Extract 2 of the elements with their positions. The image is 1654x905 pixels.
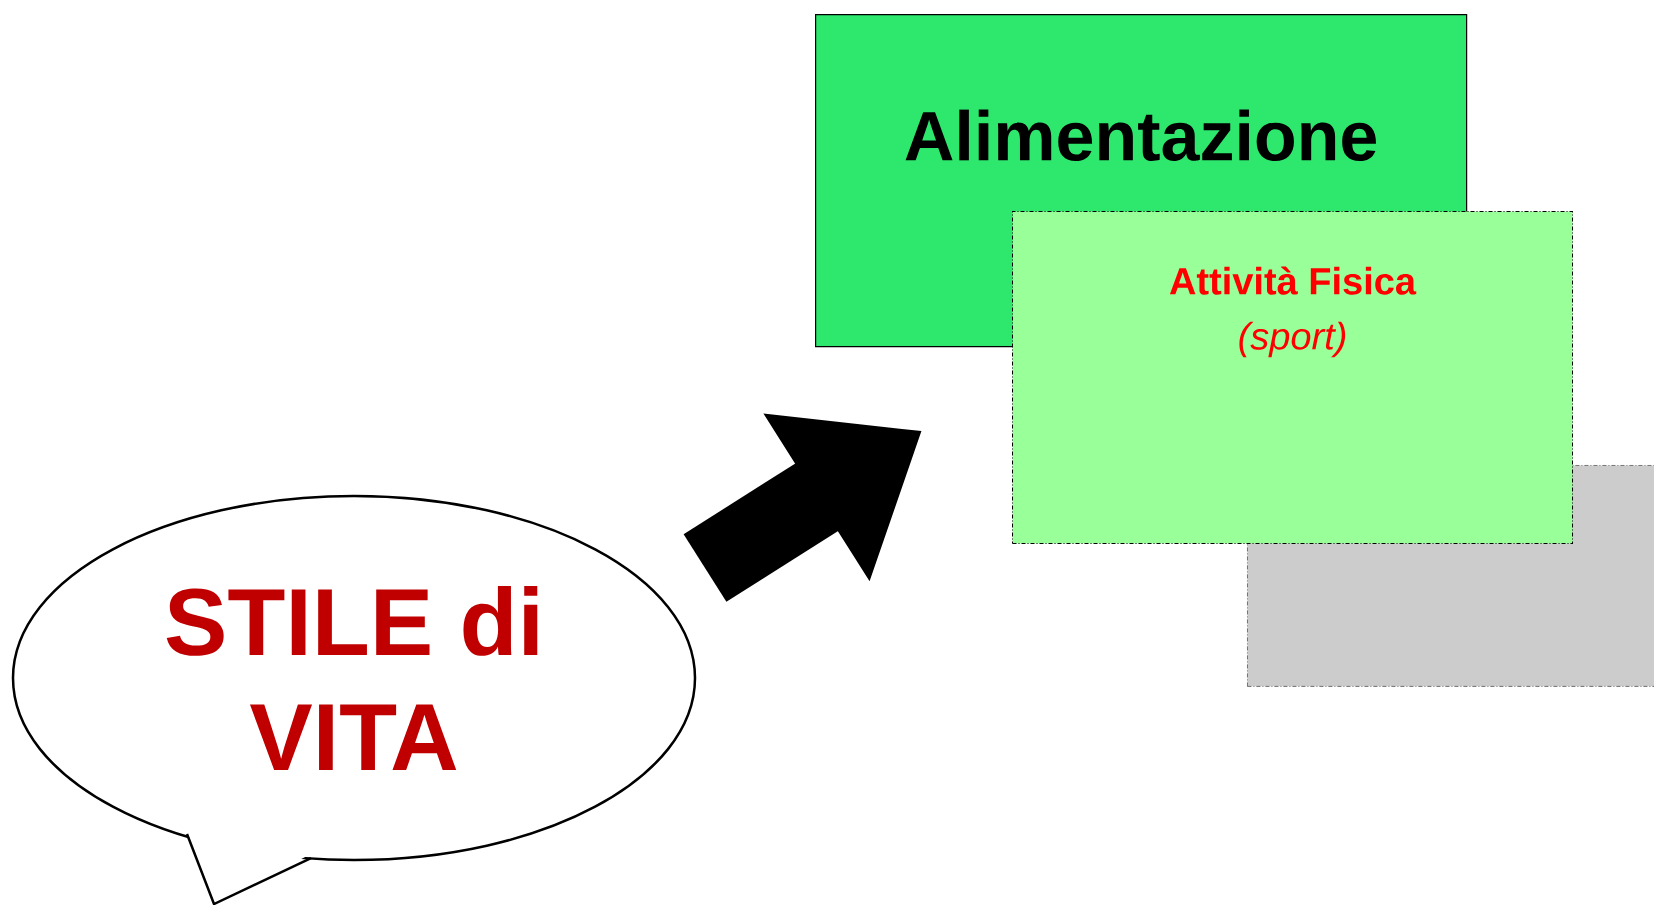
speech-bubble: STILE di VITA xyxy=(11,494,697,905)
text-box: Attività Fisica (sport) xyxy=(1012,211,1573,544)
